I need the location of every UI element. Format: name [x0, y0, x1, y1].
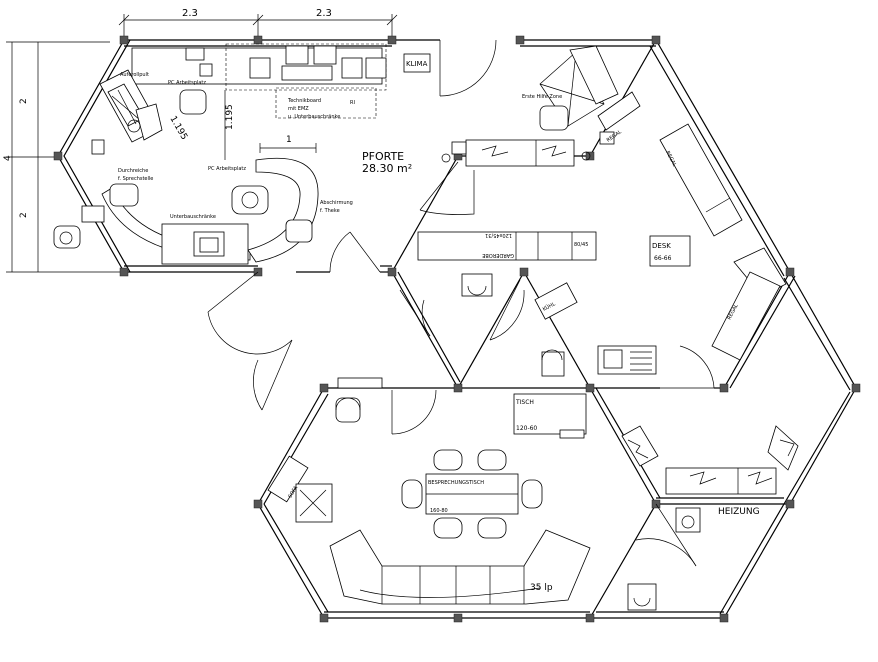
- room-name-klima: KLIMA: [406, 60, 428, 68]
- label-abschirmung-1: Abschirmung: [320, 200, 353, 206]
- room-name-pforte: PFORTE: [362, 150, 404, 163]
- label-besprechung-dim: 160-80: [430, 508, 448, 514]
- label-technikboard-1: Technikboard: [287, 98, 321, 104]
- room-area-pforte: 28.30 m²: [362, 162, 412, 175]
- label-besprechung: BESPRECHUNGSTISCH: [428, 480, 484, 486]
- label-desk-dim: 66-66: [654, 255, 672, 262]
- dim-top-right: 2.3: [316, 8, 332, 19]
- label-seats: 35 lp: [530, 583, 553, 593]
- label-pc-2: PC Arbeitsplatz: [208, 166, 246, 172]
- dim-desk-width: 1: [286, 135, 292, 145]
- label-ri: RI: [350, 100, 355, 106]
- label-tisch-dim: 120-60: [516, 425, 537, 432]
- pforte-furniture: [53, 43, 431, 265]
- label-pc-1: PC Arbeitsplatz: [168, 80, 206, 86]
- dim-left-total: 4: [3, 155, 13, 161]
- label-technikboard-3: u. Unterbauschränke: [288, 114, 340, 120]
- label-garderobe-dim: 120x45/31: [485, 232, 512, 238]
- label-technikboard-2: mit EMZ: [288, 106, 309, 112]
- meeting-furniture: [267, 377, 591, 605]
- dimension-lines: [6, 14, 398, 273]
- dim-depth: 1.195: [225, 104, 235, 130]
- label-garderobe-right: 80/45: [574, 242, 588, 248]
- label-abschirmung-2: f. Theke: [320, 208, 340, 214]
- dim-left-upper: 2: [19, 98, 29, 104]
- label-unterbau: Unterbauschränke: [170, 214, 216, 220]
- label-durchreiche-1: Durchreiche: [118, 168, 148, 174]
- label-erste-hilfe: Erste Hilfe Zone: [522, 94, 562, 100]
- dim-depth-diag: 1.195: [167, 115, 189, 142]
- label-aufrollpult: Auferollpult: [120, 72, 149, 78]
- label-desk: DESK: [652, 242, 671, 250]
- doors: [207, 39, 715, 567]
- room-name-heizung: HEIZUNG: [718, 507, 760, 517]
- label-tisch: TISCH: [515, 399, 534, 406]
- dim-left-lower: 2: [19, 212, 29, 218]
- dim-top-left: 2.3: [182, 8, 198, 19]
- other-furniture: [417, 45, 799, 611]
- label-garderobe: GARDEROBE: [482, 252, 514, 258]
- label-durchreiche-2: f. Sprechstelle: [118, 176, 153, 182]
